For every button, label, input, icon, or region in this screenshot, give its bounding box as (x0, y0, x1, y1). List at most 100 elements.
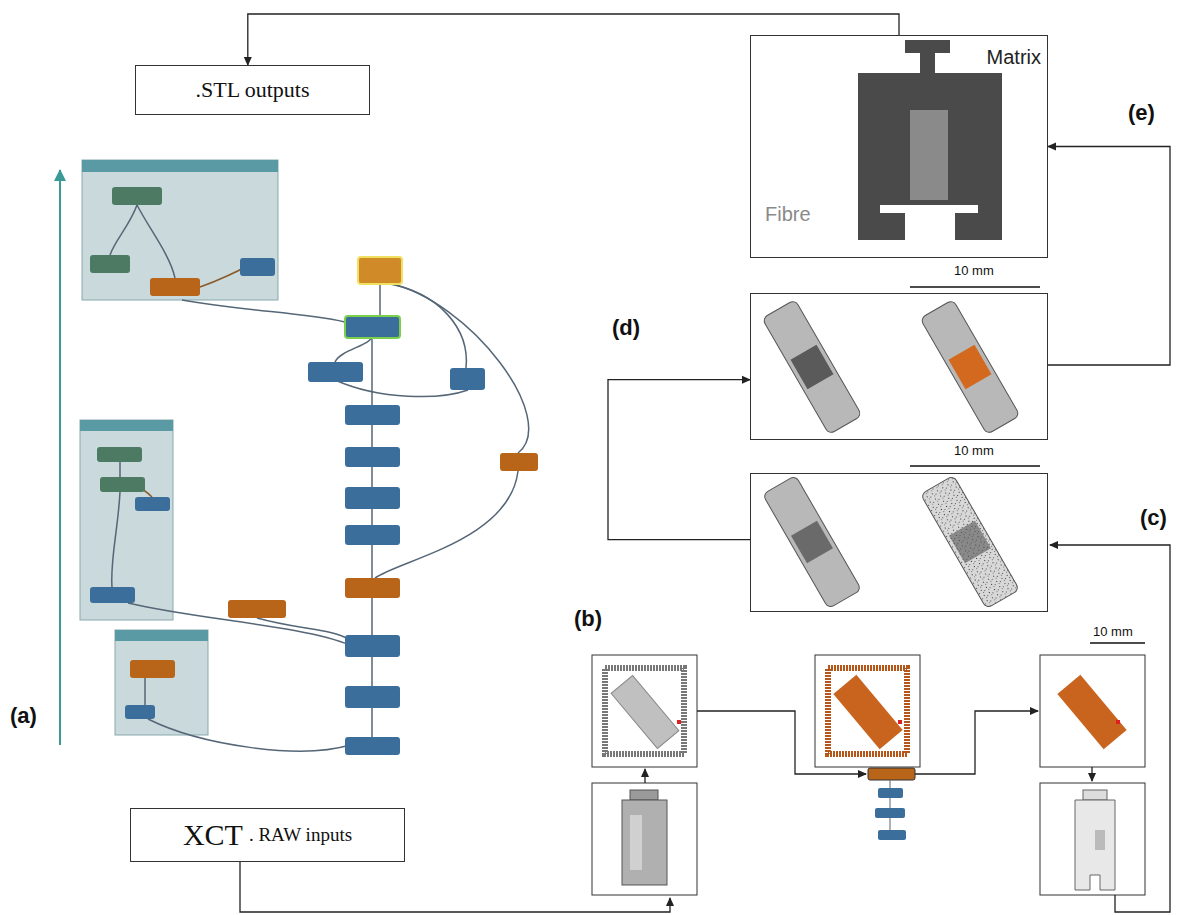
flow-arrows-part (1050, 545, 1170, 912)
workflow-screenshot-part (112, 187, 162, 205)
pipeline-thumbnails-part (1090, 642, 1145, 644)
connector (248, 14, 899, 65)
filtering-slices-part (910, 465, 1040, 467)
specimen-render-part (858, 73, 1002, 240)
node-text: XCT (183, 818, 243, 852)
workflow-screenshot-part (59, 170, 61, 745)
pipeline-thumbnails-part (1116, 720, 1120, 724)
node-text: 10 mm (954, 263, 994, 278)
workflow-screenshot-part (200, 267, 245, 287)
segmentation-slices-part (949, 345, 992, 389)
workflow-screenshot-part (80, 420, 173, 620)
workflow-screenshot-part (335, 380, 468, 397)
workflow-screenshot-part (335, 336, 372, 362)
node-text: Matrix (987, 46, 1041, 69)
filtering-panel: 10 mm (750, 473, 1048, 612)
segmentation-slices-part (791, 345, 834, 389)
workflow-screenshot-part (144, 678, 146, 705)
segmentation-slices (762, 287, 1040, 435)
workflow-screenshot-part (450, 368, 485, 390)
pipeline-thumbnails-part (1083, 790, 1107, 800)
node-text: . RAW inputs (249, 824, 352, 846)
pipeline-thumbnails-part (1040, 783, 1145, 895)
segmentation-slices-part (762, 299, 862, 434)
pipeline-thumbnails-part (1095, 830, 1105, 850)
scale-label: 10 mm (1093, 624, 1133, 639)
workflow-screenshot-part (110, 205, 137, 255)
workflow-screenshot-part (345, 405, 400, 425)
workflow-screenshot-part (345, 316, 400, 338)
segmentation-panel: 10 mm (750, 293, 1048, 440)
specimen-render-part (910, 110, 948, 200)
workflow-screenshot-part (80, 420, 173, 431)
pipeline-thumbnails-part (592, 655, 697, 767)
flow-arrows-part (697, 711, 866, 774)
pipeline-thumbnails-part (1075, 800, 1115, 890)
pipeline-thumbnails-part (828, 668, 907, 754)
workflow-screenshot-part (115, 630, 208, 735)
node-text: Fibre (765, 203, 811, 226)
workflow-screenshot-part (257, 618, 350, 640)
workflow-screenshot-part (115, 630, 208, 641)
workflow-screenshot-part (97, 447, 142, 462)
panel-label: (d) (612, 315, 640, 341)
pipeline-thumbnails-part (622, 800, 667, 885)
pipeline-thumbnails (592, 643, 1145, 895)
pipeline-thumbnails-part (630, 790, 658, 800)
output-box: .STL outputs (135, 65, 370, 115)
workflow-screenshot-part (182, 300, 345, 322)
filtering-slices-part (921, 475, 1020, 608)
workflow-screenshot-part (137, 205, 175, 278)
pipeline-thumbnails-part (605, 668, 684, 754)
pipeline-thumbnails-part (868, 768, 915, 780)
panel-label: (b) (574, 606, 602, 632)
workflow-screenshot-part (82, 160, 278, 172)
pipeline-thumbnails-part (815, 655, 920, 767)
panel-label: (c) (1140, 505, 1167, 531)
fibre-matrix-panel: MatrixFibre (750, 35, 1048, 258)
panel-label: (a) (10, 703, 37, 729)
workflow-screenshot-part (379, 283, 381, 318)
pipeline-thumbnails-part (878, 788, 903, 798)
pipeline-thumbnails-part (833, 675, 902, 749)
workflow-screenshot-part (100, 477, 145, 492)
workflow-screenshot-part (345, 525, 400, 545)
workflow-screenshot-part (388, 283, 529, 453)
workflow-screenshot-part (125, 705, 155, 719)
filtering-slices-part (763, 475, 862, 608)
workflow-screenshot-part (358, 257, 402, 284)
workflow-screenshot-part (345, 447, 400, 467)
workflow-screenshot-part (90, 255, 130, 273)
workflow-screenshot-part (500, 453, 538, 471)
segmentation-slices-part (920, 299, 1020, 434)
workflow-screenshot (60, 160, 538, 755)
pipeline-thumbnails-part (898, 720, 902, 724)
node-text: .STL outputs (195, 77, 309, 103)
pipeline-thumbnails-part (1040, 655, 1145, 767)
filtering-slices-part (949, 521, 991, 564)
flow-arrows-part (915, 711, 1038, 774)
flow-arrows-part (644, 769, 645, 783)
workflow-screenshot-part (240, 258, 275, 276)
workflow-screenshot-part (345, 635, 400, 657)
pipeline-thumbnails-part (630, 815, 642, 870)
workflow-screenshot-part (148, 719, 350, 751)
connector (1048, 147, 1170, 366)
filtering-slices-part (791, 521, 833, 564)
workflow-screenshot-part (345, 686, 400, 708)
workflow-screenshot-part (308, 362, 363, 382)
pipeline-thumbnails-part (1057, 675, 1126, 749)
workflow-screenshot-part (345, 578, 400, 598)
specimen-render (858, 40, 1002, 240)
specimen-render-part (920, 53, 935, 73)
filtering-slices (763, 466, 1040, 609)
pipeline-thumbnails-part (592, 783, 697, 895)
workflow-screenshot-part (228, 600, 286, 618)
specimen-render-part (905, 40, 950, 53)
pipeline-thumbnails-part (878, 830, 906, 840)
workflow-screenshot-part (90, 587, 135, 603)
input-box: XCT . RAW inputs (130, 808, 405, 862)
workflow-screenshot-part (135, 497, 170, 511)
